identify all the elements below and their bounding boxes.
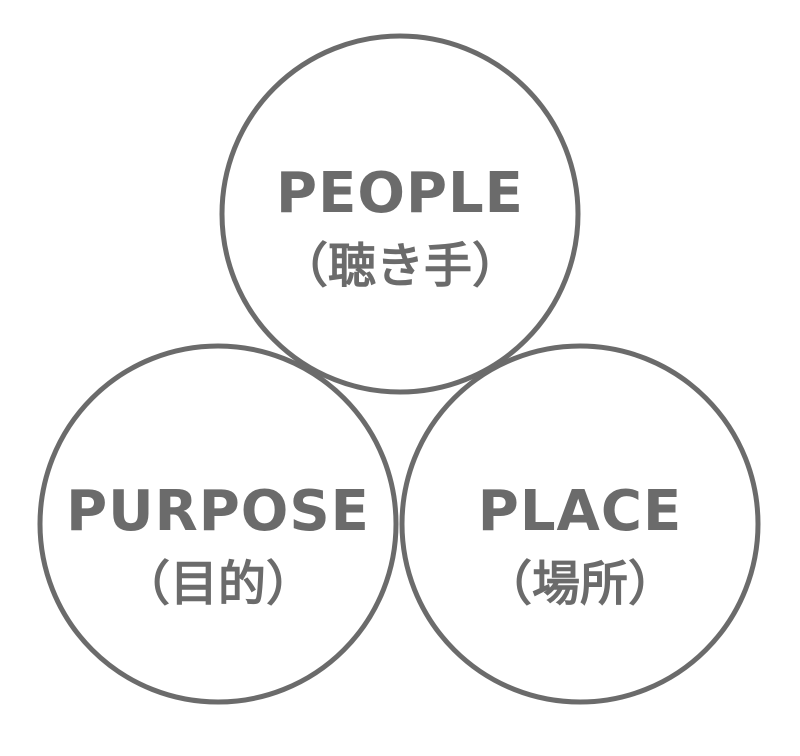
place-circle	[399, 343, 761, 705]
people-title: PEOPLE	[276, 161, 524, 226]
node-place: PLACE （場所）	[399, 343, 761, 705]
node-people: PEOPLE （聴き手）	[219, 33, 581, 395]
purpose-circle	[37, 343, 399, 705]
purpose-subtitle: （目的）	[122, 556, 314, 612]
purpose-title: PURPOSE	[66, 479, 370, 544]
people-circle	[219, 33, 581, 395]
node-purpose: PURPOSE （目的）	[37, 343, 399, 705]
place-title: PLACE	[478, 479, 682, 544]
place-subtitle: （場所）	[484, 556, 676, 612]
people-subtitle: （聴き手）	[280, 238, 520, 294]
